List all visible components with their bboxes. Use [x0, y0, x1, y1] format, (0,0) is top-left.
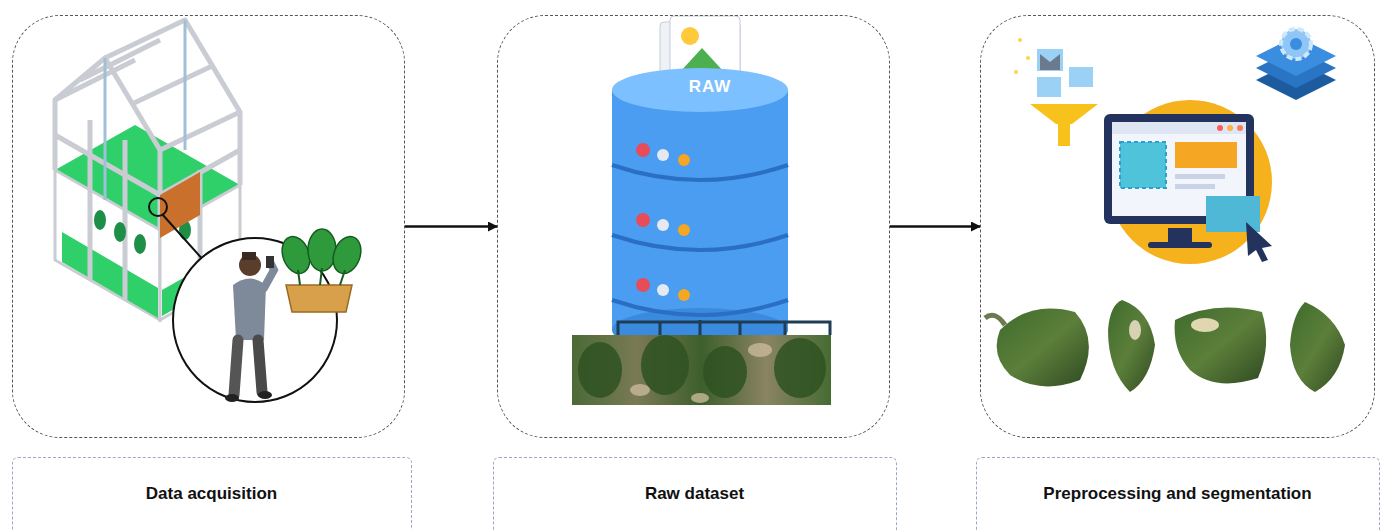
stage-label-box: Data acquisition [12, 457, 412, 530]
stage-label: Preprocessing and segmentation [1043, 484, 1311, 504]
flow-arrow [405, 225, 497, 228]
stage-label: Data acquisition [146, 484, 277, 504]
stage-label: Raw dataset [645, 484, 744, 504]
stage-panel: Data acquisition [12, 15, 405, 438]
flow-arrow [890, 225, 980, 228]
stage-panel: Preprocessing and segmentation [980, 15, 1375, 438]
database-icon [572, 16, 831, 405]
processing-icon [985, 29, 1345, 392]
stage-label-box: Raw dataset [493, 457, 897, 530]
file-tag: RAW [689, 77, 732, 97]
greenhouse [55, 20, 366, 402]
stage-label-box: Preprocessing and segmentation [976, 457, 1380, 530]
